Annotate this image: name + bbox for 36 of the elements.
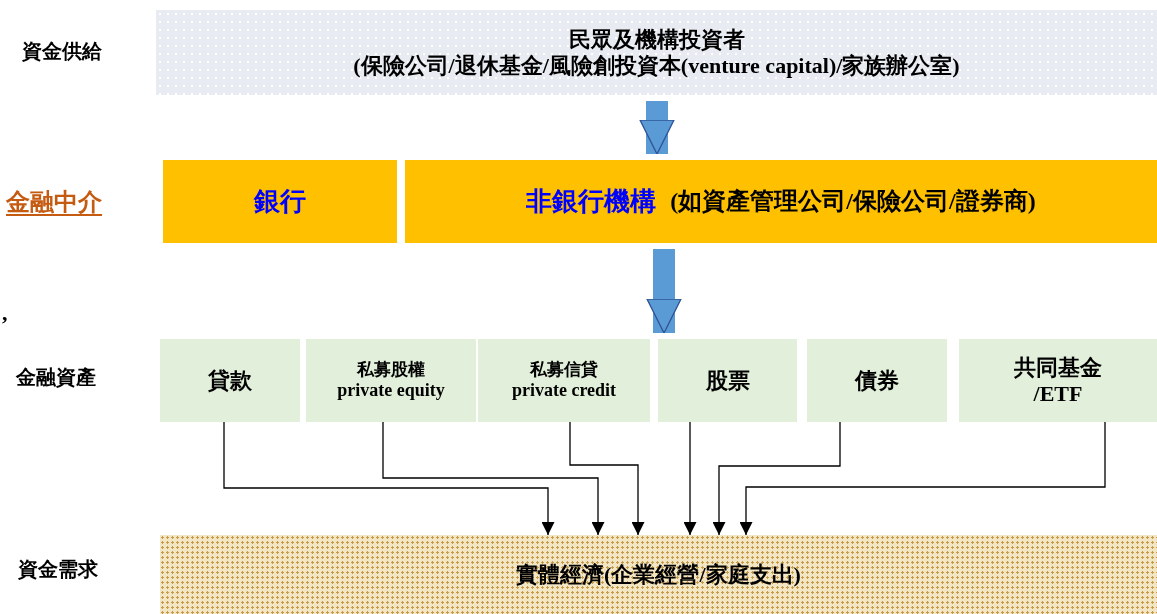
node-text: 銀行 (254, 186, 306, 217)
process-box (160, 339, 300, 422)
row-label: 金融資產 (16, 365, 96, 390)
arrow (712, 421, 841, 536)
arrow (382, 421, 605, 536)
process-box (160, 535, 1157, 614)
node-text: 私募股權 (357, 360, 425, 380)
process-box (306, 339, 476, 422)
row-label: 資金供給 (22, 39, 102, 64)
node-text: 實體經濟(企業經營/家庭支出) (516, 561, 801, 588)
arrow (223, 421, 555, 536)
process-box (163, 160, 397, 243)
arrow (739, 421, 1106, 536)
arrow (683, 421, 697, 536)
process-box (478, 339, 650, 422)
row-label: , (2, 300, 8, 326)
block-arrow (639, 101, 675, 155)
section-heading: 金融中介 (6, 188, 102, 217)
row-label: 資金需求 (18, 557, 98, 582)
process-box (807, 339, 947, 422)
node-text: (保險公司/退休基金/風險創投資本(venture capital)/家族辦公室) (353, 52, 960, 78)
node-text: 共同基金 /ETF (1013, 355, 1103, 406)
arrow (569, 421, 645, 536)
node-text: private credit (511, 379, 617, 401)
node-text: private equity (337, 379, 445, 401)
node-text: 非銀行機構 (526, 186, 657, 217)
node-text: 民眾及機構投資者 (568, 27, 745, 53)
node-text: 私募信貸 (530, 360, 598, 380)
node-text: 貸款 (208, 367, 252, 394)
block-arrow (646, 249, 682, 334)
process-box (658, 339, 797, 422)
node-text: 股票 (705, 367, 750, 394)
process-box (405, 160, 1157, 243)
node-text: (如資產管理公司/保險公司/證券商) (670, 187, 1036, 216)
node-text: 債券 (855, 367, 899, 394)
process-box (959, 339, 1157, 422)
